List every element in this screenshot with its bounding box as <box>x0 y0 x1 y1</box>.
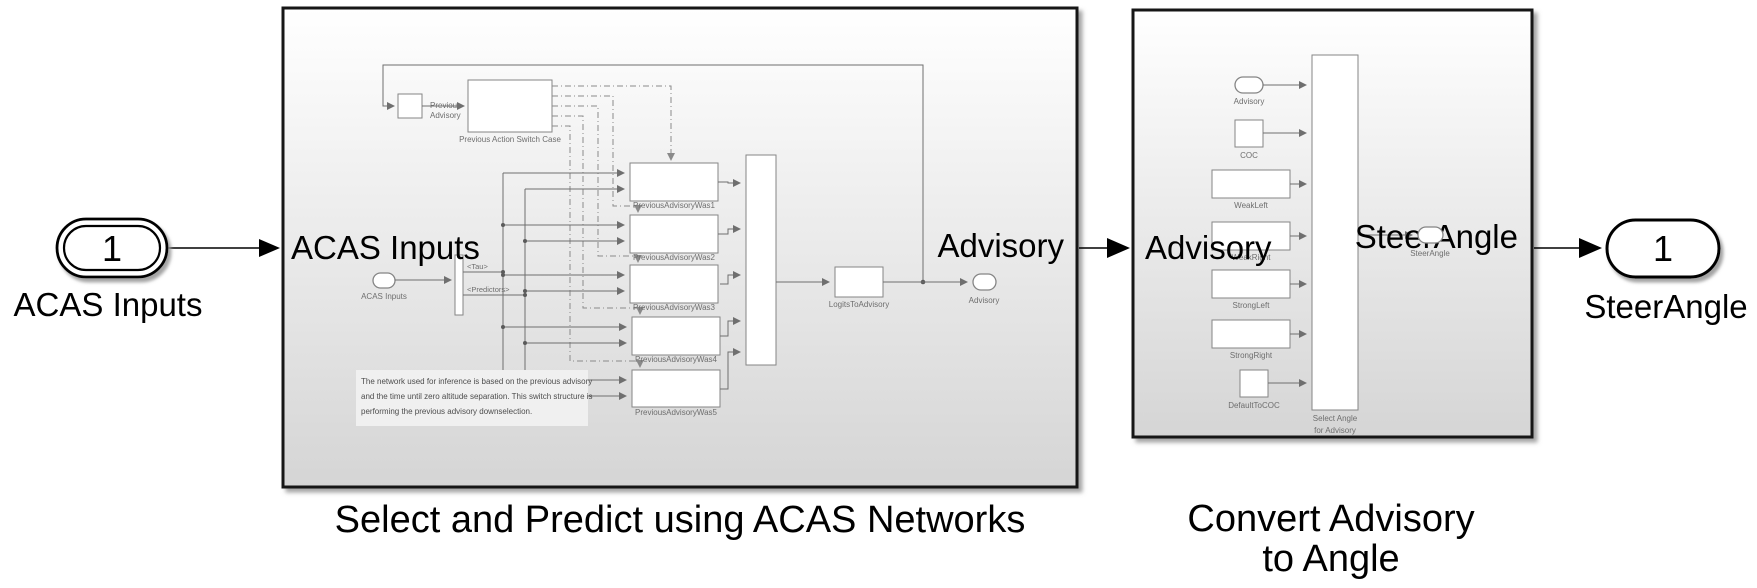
wire-feedback-advisory[interactable] <box>382 64 924 282</box>
block-network-2-label: PreviousAdvisoryWas2 <box>633 253 716 262</box>
annotation-note[interactable] <box>356 370 588 426</box>
wire-junction-dot <box>501 223 505 227</box>
block-strongright[interactable] <box>1211 319 1291 349</box>
wire-action-2[interactable] <box>552 95 642 213</box>
bus-tau-label: <Tau> <box>467 262 488 271</box>
block-strongright-label: StrongRight <box>1230 351 1273 360</box>
wire-net5-merge[interactable] <box>720 348 741 390</box>
subsystem-select-predict-caption: Select and Predict using ACAS Networks <box>335 499 1026 541</box>
logits-label: LogitsToAdvisory <box>829 300 889 309</box>
select-angle-label-line2: for Advisory <box>1314 426 1356 435</box>
wire-action-1[interactable] <box>552 85 675 161</box>
wire-action-3[interactable] <box>552 105 642 263</box>
annotation-line1: The network used for inference is based … <box>361 377 592 386</box>
inner-outport-advisory[interactable] <box>972 273 997 291</box>
outport-number: 1 <box>1653 228 1673 269</box>
block-weakleft[interactable] <box>1211 169 1291 199</box>
inport-block[interactable] <box>55 217 169 279</box>
block-logits-to-advisory[interactable] <box>834 266 884 298</box>
subsystem1-port-out-label: Advisory <box>937 227 1064 264</box>
inport-number: 1 <box>102 228 122 269</box>
wire-junction-dot <box>523 239 527 243</box>
inner-outport-advisory-label: Advisory <box>969 296 1000 305</box>
wire-junction-dot <box>523 341 527 345</box>
wire-junction-dot <box>501 325 505 329</box>
subsystem1-port-in-label: ACAS Inputs <box>291 229 480 266</box>
bus-predictors-label: <Predictors> <box>467 285 510 294</box>
block-defaulttococ-label: DefaultToCOC <box>1228 401 1280 410</box>
arrowhead-icon <box>259 239 280 257</box>
block-network-4[interactable] <box>631 316 721 356</box>
block-previous-action-switch-case[interactable] <box>467 79 553 133</box>
switch-case-label: Previous Action Switch Case <box>459 135 561 144</box>
outport-label: SteerAngle <box>1584 288 1747 325</box>
wire-net1-merge[interactable] <box>718 179 741 187</box>
inner-outport-steerangle[interactable] <box>1417 226 1444 244</box>
subsystem-convert-caption-line1: Convert Advisory <box>1187 498 1474 540</box>
wire-junction-dot <box>523 289 527 293</box>
wire-junction-dot <box>501 270 505 274</box>
block-network-5-label: PreviousAdvisoryWas5 <box>635 408 718 417</box>
block-bus-selector[interactable] <box>454 254 464 316</box>
wire-action-4[interactable] <box>552 115 644 315</box>
wire-net2-merge[interactable] <box>718 225 741 235</box>
wire-net4-merge[interactable] <box>720 317 741 337</box>
inner-outport-steerangle-label: SteerAngle <box>1410 249 1450 258</box>
block-merge[interactable] <box>745 154 777 366</box>
arrowhead-icon <box>1579 238 1602 258</box>
wire-net3-merge[interactable] <box>720 271 741 285</box>
inner-inport-advisory-label: Advisory <box>1234 97 1265 106</box>
inport-inner-outline <box>62 224 162 272</box>
outport-block[interactable] <box>1605 218 1721 279</box>
block-network-3[interactable] <box>629 264 719 304</box>
inner-inport-acas[interactable] <box>372 272 396 289</box>
block-network-1-label: PreviousAdvisoryWas1 <box>633 201 716 210</box>
block-network-5[interactable] <box>631 369 721 408</box>
subsystem-convert-caption-line2: to Angle <box>1262 538 1399 580</box>
inner-inport-advisory[interactable] <box>1234 76 1264 94</box>
block-network-1[interactable] <box>629 162 719 202</box>
subsystem2-port-in-label: Advisory <box>1145 229 1272 266</box>
block-network-4-label: PreviousAdvisoryWas4 <box>635 355 718 364</box>
arrowhead-icon <box>1107 238 1130 258</box>
annotation-line3: performing the previous advisory downsel… <box>361 407 532 416</box>
block-strongleft-label: StrongLeft <box>1233 301 1271 310</box>
block-coc[interactable] <box>1234 119 1264 148</box>
annotation-line2: and the time until zero altitude separat… <box>361 392 593 401</box>
block-previous-advisory-delay[interactable] <box>397 93 423 119</box>
inner-inport-acas-label: ACAS Inputs <box>361 292 407 301</box>
block-coc-label: COC <box>1240 151 1258 160</box>
delay-label-line2: Advisory <box>430 111 461 120</box>
select-angle-label-line1: Select Angle <box>1313 414 1358 423</box>
block-strongleft[interactable] <box>1211 269 1291 299</box>
wire-junction-dot <box>523 293 527 297</box>
wire-junction-dot <box>501 273 505 277</box>
block-weakright-label: WeakRight <box>1232 253 1272 262</box>
block-network-3-label: PreviousAdvisoryWas3 <box>633 303 716 312</box>
block-select-angle[interactable] <box>1311 54 1359 411</box>
block-network-2[interactable] <box>629 214 719 254</box>
wire-action-5[interactable] <box>552 125 644 368</box>
block-weakleft-label: WeakLeft <box>1234 201 1268 210</box>
block-defaulttococ[interactable] <box>1239 369 1269 398</box>
inport-label: ACAS Inputs <box>14 286 203 323</box>
